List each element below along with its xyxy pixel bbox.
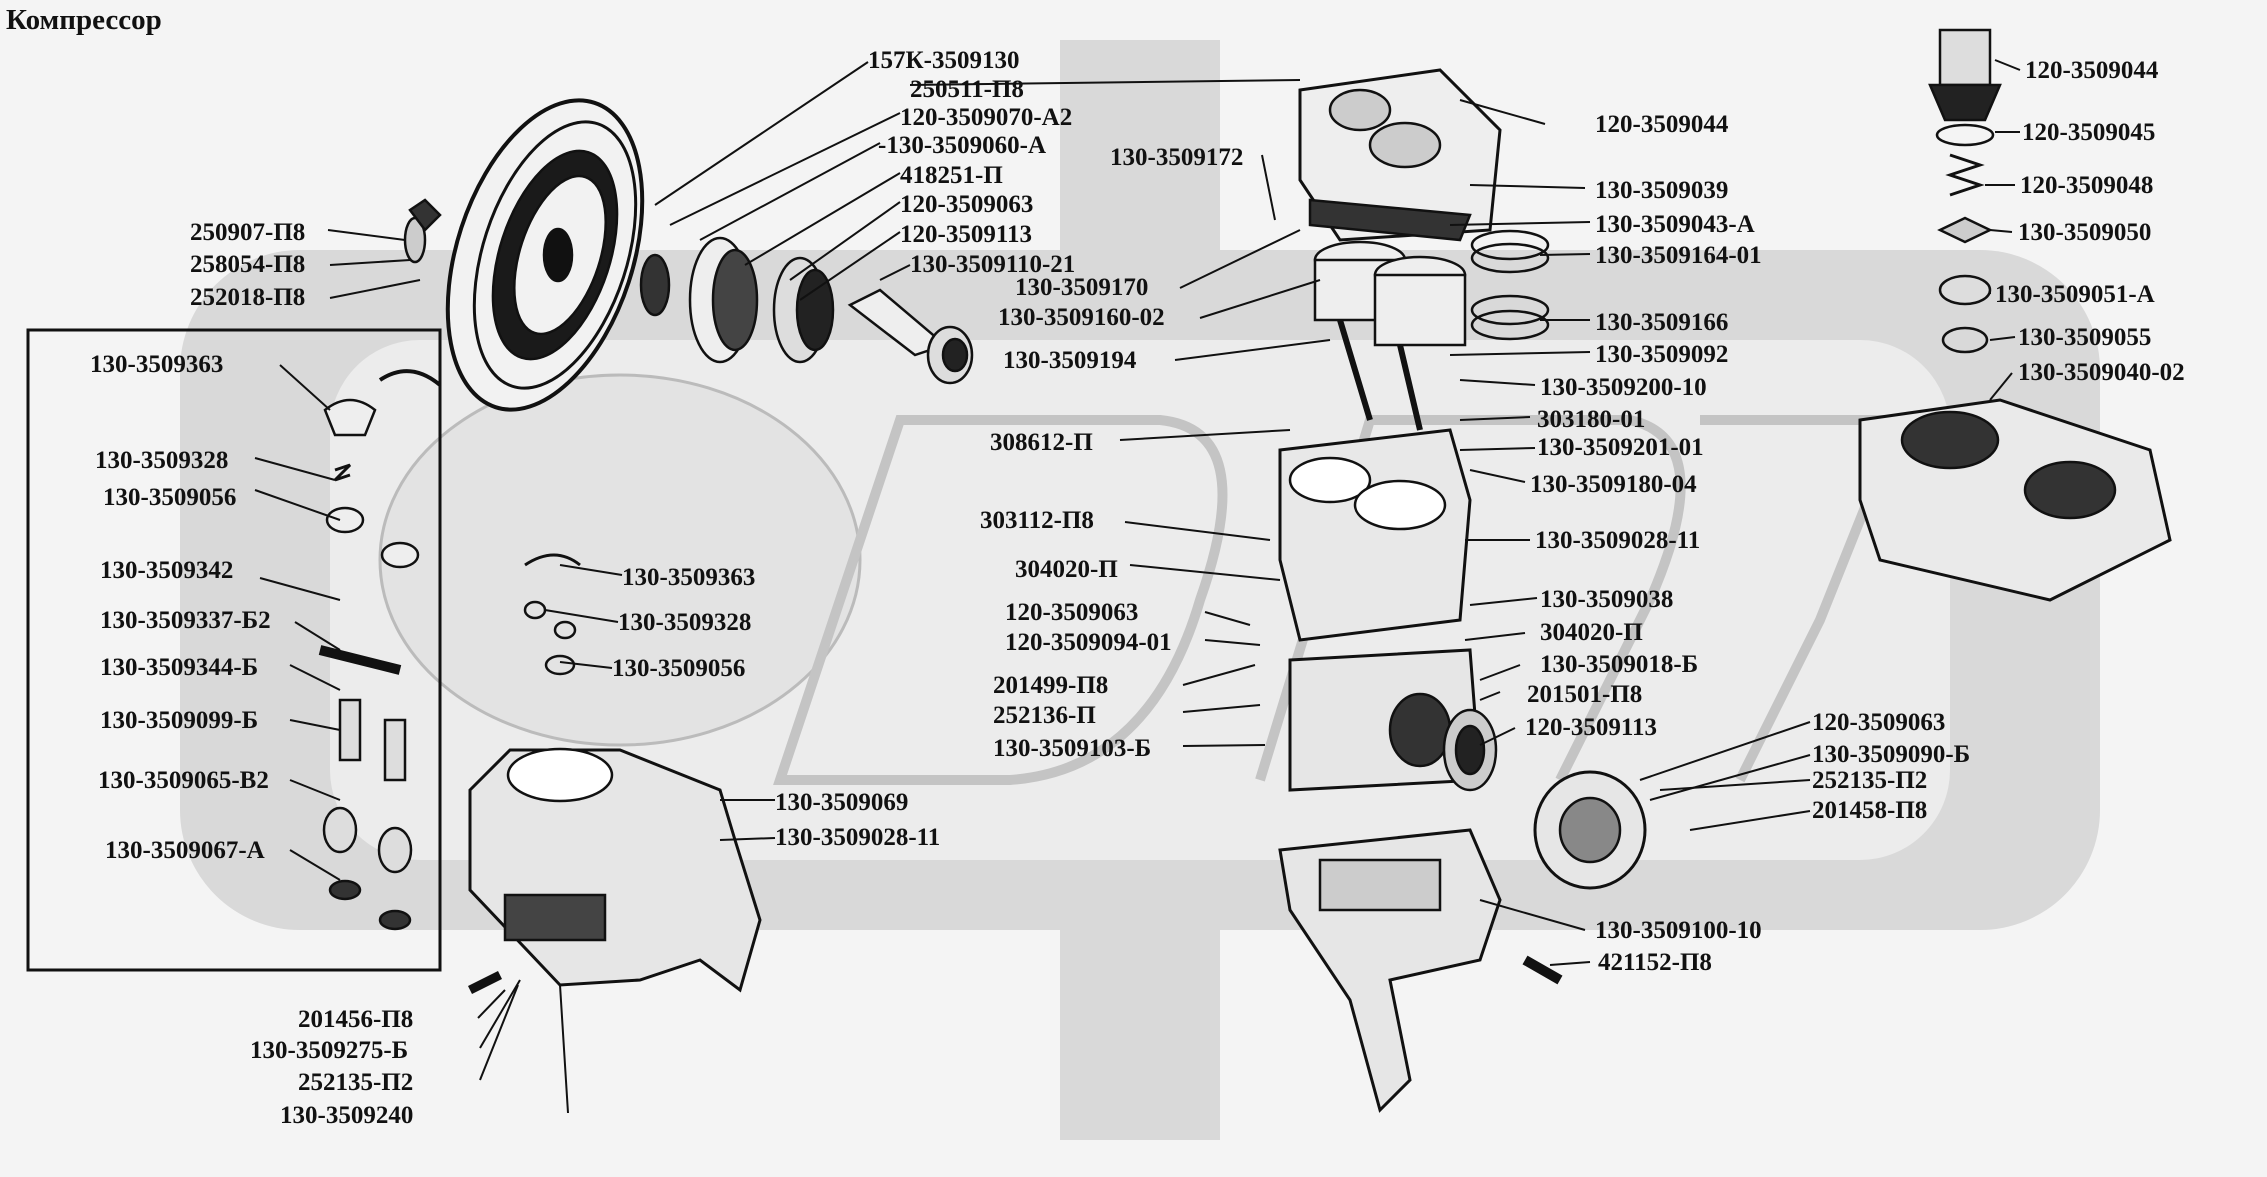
shaft-parts-drawing bbox=[403, 198, 974, 385]
part-label: 130-3509166 bbox=[1595, 309, 1729, 336]
part-label: 130-3509043-А bbox=[1595, 211, 1755, 238]
part-label: 130-3509018-Б bbox=[1540, 651, 1699, 678]
part-label: 252135-П2 bbox=[1812, 767, 1928, 794]
part-label: 421152-П8 bbox=[1598, 949, 1712, 976]
part-label: 130-3509275-Б bbox=[250, 1037, 409, 1064]
part-label: 130-3509092 bbox=[1595, 341, 1729, 368]
part-label: 130-3509328 bbox=[618, 609, 752, 636]
inset-valve-parts-drawing bbox=[318, 369, 581, 931]
part-label: 130-3509363 bbox=[90, 351, 224, 378]
part-label: 130-3509069 bbox=[775, 789, 909, 816]
part-label: 130-3509110-21 bbox=[910, 251, 1076, 278]
part-label: 303180-01 bbox=[1537, 406, 1646, 433]
pistons-drawing bbox=[1313, 229, 1550, 431]
part-label: 120-3509063 bbox=[1005, 599, 1139, 626]
part-label: 250511-П8 bbox=[910, 76, 1024, 103]
part-label: 130-3509067-А bbox=[105, 837, 265, 864]
part-label: 130-3509028-11 bbox=[775, 824, 941, 851]
part-label: 252135-П2 bbox=[298, 1069, 414, 1096]
part-label: 130-3509170 bbox=[1015, 274, 1149, 301]
part-label: 120-3509048 bbox=[2020, 172, 2154, 199]
part-label: 130-3509038 bbox=[1540, 586, 1674, 613]
part-label: 130-3509028-11 bbox=[1535, 527, 1701, 554]
part-label: 258054-П8 bbox=[190, 251, 306, 278]
part-label: 130-3509040-02 bbox=[2018, 359, 2185, 386]
valve-housing-drawing bbox=[467, 747, 762, 995]
page-title: Компрессор bbox=[6, 4, 162, 36]
part-label: 308612-П bbox=[990, 429, 1093, 456]
part-label: 130-3509328 bbox=[95, 447, 229, 474]
part-label: 130-3509056 bbox=[612, 655, 746, 682]
bearing-cover-drawing bbox=[1442, 708, 1647, 890]
part-label: 304020-П bbox=[1015, 556, 1118, 583]
part-label: 130-3509056 bbox=[103, 484, 237, 511]
part-label: 130-3509337-Б2 bbox=[100, 607, 271, 634]
part-label: 130-3509055 bbox=[2018, 324, 2152, 351]
part-label: 120-3509113 bbox=[1525, 714, 1657, 741]
part-label: 304020-П bbox=[1540, 619, 1643, 646]
cylinder-block-drawing bbox=[1278, 428, 1482, 792]
part-label: 130-3509342 bbox=[100, 557, 234, 584]
leader-lines bbox=[254, 59, 2021, 1114]
part-label: 303112-П8 bbox=[980, 507, 1094, 534]
part-label: 130-3509164-01 bbox=[1595, 242, 1762, 269]
part-label: 130-3509039 bbox=[1595, 177, 1729, 204]
part-label: 120-3509063 bbox=[1812, 709, 1946, 736]
part-label: 130-3509050 bbox=[2018, 219, 2152, 246]
part-label: 201499-П8 bbox=[993, 672, 1109, 699]
part-label: 130-3509200-10 bbox=[1540, 374, 1707, 401]
part-label: 120-3509063 bbox=[900, 191, 1034, 218]
inset-frame bbox=[26, 328, 442, 972]
pulley-drawing bbox=[445, 98, 645, 412]
part-label: -130-3509060-А bbox=[878, 132, 1047, 159]
part-label: 130-3509172 bbox=[1110, 144, 1244, 171]
part-label: 201501-П8 bbox=[1527, 681, 1643, 708]
part-label: 120-3509045 bbox=[2022, 119, 2156, 146]
crankcase-drawing bbox=[1278, 828, 1563, 1113]
part-label: 130-3509100-10 bbox=[1595, 917, 1762, 944]
part-label: 120-3509113 bbox=[900, 221, 1032, 248]
part-label: 130-3509160-02 bbox=[998, 304, 1165, 331]
part-label: 418251-П bbox=[900, 162, 1003, 189]
part-label: 130-3509099-Б bbox=[100, 707, 259, 734]
part-label: 157К-3509130 bbox=[868, 47, 1020, 74]
part-label: 120-3509044 bbox=[2025, 57, 2159, 84]
part-label: 120-3509070-А2 bbox=[900, 104, 1073, 131]
part-label: 250907-П8 bbox=[190, 219, 306, 246]
part-label: 130-3509180-04 bbox=[1530, 471, 1697, 498]
part-label: 130-3509194 bbox=[1003, 347, 1137, 374]
part-label: 130-3509090-Б bbox=[1812, 741, 1971, 768]
part-label: 130-3509240 bbox=[280, 1102, 414, 1129]
part-label: 120-3509094-01 bbox=[1005, 629, 1172, 656]
part-label: 120-3509044 bbox=[1595, 111, 1729, 138]
part-label: 130-3509065-В2 bbox=[98, 767, 269, 794]
part-label: 201456-П8 bbox=[298, 1006, 414, 1033]
part-label: 130-3509201-01 bbox=[1537, 434, 1704, 461]
part-label: 130-3509344-Б bbox=[100, 654, 259, 681]
part-label: 130-3509051-А bbox=[1995, 281, 2155, 308]
cylinder-head-drawing bbox=[1298, 68, 1502, 242]
part-label: 252136-П bbox=[993, 702, 1096, 729]
part-label: 252018-П8 bbox=[190, 284, 306, 311]
part-label: 130-3509363 bbox=[622, 564, 756, 591]
part-label: 201458-П8 bbox=[1812, 797, 1928, 824]
part-label: 130-3509103-Б bbox=[993, 735, 1152, 762]
valve-stack-drawing bbox=[1928, 28, 2002, 354]
right-head-drawing bbox=[1858, 398, 2172, 602]
